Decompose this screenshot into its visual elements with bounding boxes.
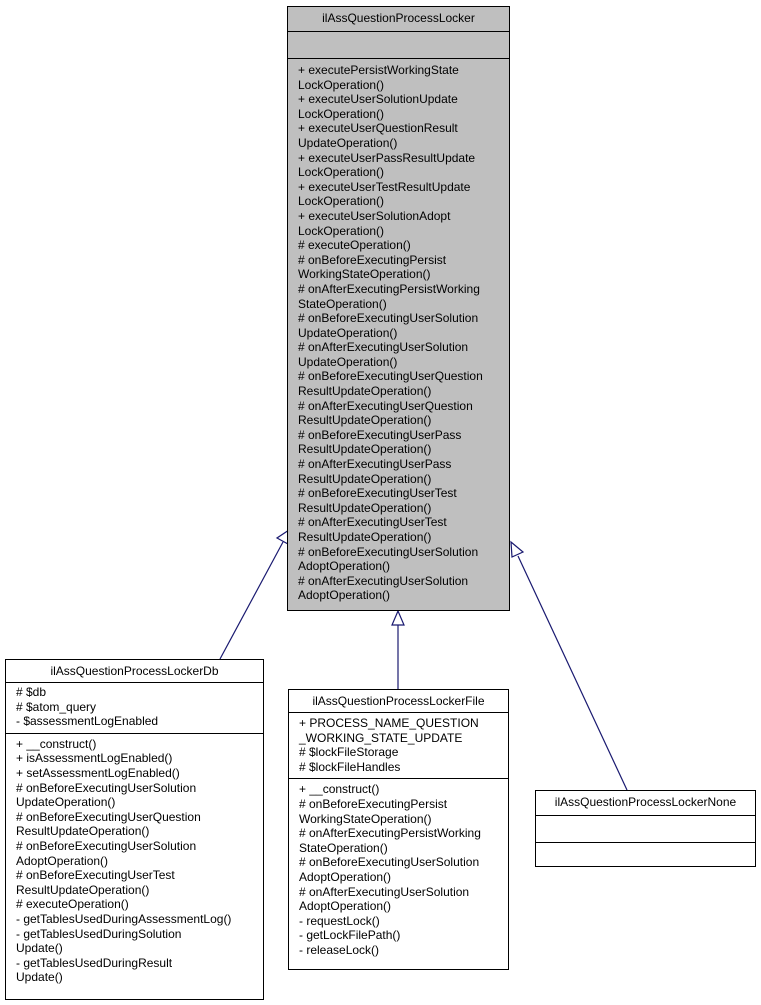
member-line: + executeUserSolutionUpdate bbox=[298, 92, 458, 107]
member-line: StateOperation() bbox=[299, 840, 388, 855]
member-line: AdoptOperation() bbox=[299, 899, 392, 914]
member-line: - $assessmentLogEnabled bbox=[16, 714, 159, 729]
member-line: - getTablesUsedDuringAssessmentLog() bbox=[16, 911, 232, 926]
member-line: WorkingStateOperation() bbox=[298, 267, 431, 282]
member-line: WorkingStateOperation() bbox=[299, 811, 432, 826]
attributes-section bbox=[536, 816, 755, 843]
member-line: LockOperation() bbox=[298, 223, 385, 238]
member-line: UpdateOperation() bbox=[298, 354, 398, 369]
member-line: ResultUpdateOperation() bbox=[298, 471, 432, 486]
member-line: + executeUserTestResultUpdate bbox=[298, 179, 471, 194]
member-line: # $atom_query bbox=[16, 699, 97, 714]
member-line: # onBeforeExecutingUserSolution bbox=[16, 780, 197, 795]
member-line: LockOperation() bbox=[298, 77, 385, 92]
inheritance-arrowhead-none bbox=[510, 540, 525, 558]
member-line: + executeUserSolutionAdopt bbox=[298, 208, 451, 223]
class-box-ilassquestionprocesslockerdb: ilAssQuestionProcessLockerDb # $db# $ato… bbox=[5, 659, 264, 1000]
member-line: # executeOperation() bbox=[298, 238, 411, 253]
member-line: + __construct() bbox=[16, 736, 97, 751]
member-line: # onBeforeExecutingUserSolution bbox=[298, 311, 479, 326]
member-line: # onAfterExecutingUserPass bbox=[298, 457, 452, 472]
member-line: + PROCESS_NAME_QUESTION bbox=[299, 716, 479, 730]
member-line: # onBeforeExecutingUserSolution bbox=[16, 838, 197, 853]
methods-section: + __construct()+ isAssessmentLogEnabled(… bbox=[6, 734, 263, 987]
member-line: # onAfterExecutingUserSolution bbox=[299, 884, 470, 899]
member-line: # onBeforeExecutingPersist bbox=[298, 252, 447, 267]
member-line: ResultUpdateOperation() bbox=[298, 442, 432, 457]
attributes-section: + PROCESS_NAME_QUESTION_WORKING_STATE_UP… bbox=[289, 713, 508, 780]
member-line: + executePersistWorkingState bbox=[298, 63, 459, 77]
member-line: # onAfterExecutingUserQuestion bbox=[298, 398, 473, 413]
member-line: ResultUpdateOperation() bbox=[16, 824, 150, 839]
member-line: + executeUserQuestionResult bbox=[298, 121, 458, 136]
member-line: # onBeforeExecutingUserTest bbox=[298, 486, 457, 501]
attributes-section: # $db# $atom_query- $assessmentLogEnable… bbox=[6, 683, 263, 734]
member-line: StateOperation() bbox=[298, 296, 387, 311]
member-line: # onAfterExecutingUserSolution bbox=[298, 340, 469, 355]
member-line: + __construct() bbox=[299, 782, 380, 797]
member-line: # onBeforeExecutingPersist bbox=[299, 796, 448, 811]
member-line: # onBeforeExecutingUserSolution bbox=[299, 855, 480, 870]
member-line: # onAfterExecutingPersistWorking bbox=[299, 826, 481, 841]
member-line: - getLockFilePath() bbox=[299, 928, 401, 943]
member-line: ResultUpdateOperation() bbox=[298, 384, 432, 399]
member-line: UpdateOperation() bbox=[298, 135, 398, 150]
member-line: # onBeforeExecutingUserQuestion bbox=[16, 809, 201, 824]
member-line: AdoptOperation() bbox=[298, 588, 391, 603]
class-title: ilAssQuestionProcessLockerNone bbox=[536, 791, 755, 816]
methods-section: + __construct()# onBeforeExecutingPersis… bbox=[289, 779, 508, 959]
class-box-ilassquestionprocesslockernone: ilAssQuestionProcessLockerNone bbox=[535, 790, 756, 867]
class-box-ilassquestionprocesslocker: ilAssQuestionProcessLocker + executePers… bbox=[287, 6, 510, 611]
member-line: # $lockFileHandles bbox=[299, 759, 401, 774]
member-line: - releaseLock() bbox=[299, 942, 380, 957]
member-line: + executeUserPassResultUpdate bbox=[298, 150, 476, 165]
member-line: AdoptOperation() bbox=[16, 853, 109, 868]
member-line: UpdateOperation() bbox=[298, 325, 398, 340]
member-line: _WORKING_STATE_UPDATE bbox=[299, 730, 463, 745]
member-line: AdoptOperation() bbox=[298, 559, 391, 574]
member-line: - requestLock() bbox=[299, 913, 380, 928]
class-title: ilAssQuestionProcessLocker bbox=[288, 7, 509, 32]
member-line: LockOperation() bbox=[298, 106, 385, 121]
edge-none-to-base bbox=[517, 555, 628, 791]
member-line: + setAssessmentLogEnabled() bbox=[16, 765, 180, 780]
methods-section bbox=[536, 843, 755, 867]
member-line: - getTablesUsedDuringSolution bbox=[16, 926, 182, 941]
member-line: # onAfterExecutingUserTest bbox=[298, 515, 447, 530]
member-line: + isAssessmentLogEnabled() bbox=[16, 751, 173, 766]
member-line: # onBeforeExecutingUserSolution bbox=[298, 544, 479, 559]
class-title: ilAssQuestionProcessLockerFile bbox=[289, 690, 508, 713]
member-line: LockOperation() bbox=[298, 194, 385, 209]
member-line: ResultUpdateOperation() bbox=[16, 882, 150, 897]
attributes-section bbox=[288, 32, 509, 59]
member-line: # onBeforeExecutingUserPass bbox=[298, 427, 462, 442]
member-line: AdoptOperation() bbox=[299, 869, 392, 884]
member-line: - getTablesUsedDuringResult bbox=[16, 955, 173, 970]
member-line: # onBeforeExecutingUserQuestion bbox=[298, 369, 483, 384]
member-line: UpdateOperation() bbox=[16, 795, 116, 810]
member-line: # onAfterExecutingUserSolution bbox=[298, 573, 469, 588]
member-line: Update() bbox=[16, 941, 63, 956]
member-line: LockOperation() bbox=[298, 165, 385, 180]
class-box-ilassquestionprocesslockerfile: ilAssQuestionProcessLockerFile + PROCESS… bbox=[288, 689, 509, 970]
class-title: ilAssQuestionProcessLockerDb bbox=[6, 660, 263, 683]
member-line: # $lockFileStorage bbox=[299, 745, 399, 760]
inheritance-arrowhead-file bbox=[391, 609, 405, 626]
member-line: ResultUpdateOperation() bbox=[298, 413, 432, 428]
member-line: # onBeforeExecutingUserTest bbox=[16, 868, 175, 883]
member-line: # $db bbox=[16, 685, 47, 699]
member-line: # onAfterExecutingPersistWorking bbox=[298, 281, 480, 296]
member-line: ResultUpdateOperation() bbox=[298, 530, 432, 544]
member-line: # executeOperation() bbox=[16, 897, 129, 912]
member-line: Update() bbox=[16, 970, 63, 985]
member-line: ResultUpdateOperation() bbox=[298, 500, 432, 515]
edge-db-to-base bbox=[219, 541, 284, 660]
